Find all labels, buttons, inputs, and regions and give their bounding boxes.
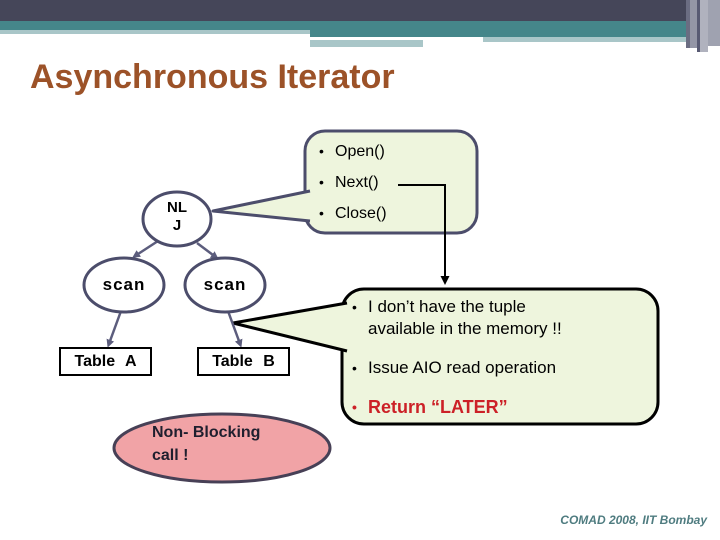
nl-join-label-line1: NL: [167, 199, 187, 216]
nl-join-label: NL J: [143, 199, 211, 235]
banner-light-strip-left: [0, 30, 310, 34]
list-item: Return “LATER”: [352, 396, 648, 418]
next-behavior-return-later: Return “LATER”: [368, 397, 508, 417]
edge-scan-to-table-a: [106, 310, 123, 348]
edge-root-to-left-scan: [132, 239, 159, 258]
edge-scan-to-table-b: [226, 310, 243, 348]
banner-corner-stripe: [700, 0, 708, 52]
nl-join-node: [141, 190, 213, 248]
edge-root-to-right-scan: [196, 242, 219, 260]
non-blocking-note-line1: Non- Blocking: [152, 424, 261, 441]
banner-corner-stripe: [697, 0, 700, 52]
list-item: Next(): [319, 172, 469, 193]
table-b-box: Table B: [197, 347, 290, 376]
banner-corner-stripe: [708, 0, 720, 46]
non-blocking-note: Non- Blocking call !: [152, 421, 260, 467]
iterator-method-list: Open() Next() Close(): [319, 141, 469, 234]
footer-credit: COMAD 2008, IIT Bombay: [560, 513, 707, 527]
left-scan-node: [82, 256, 166, 314]
banner-light-strip-right: [483, 37, 720, 42]
slide-title: Asynchronous Iterator: [30, 58, 395, 96]
table-a-box: Table A: [59, 347, 152, 376]
banner-dark-bar: [0, 0, 720, 21]
list-item: Open(): [319, 141, 469, 162]
iterator-method-close: Close(): [335, 205, 387, 222]
right-scan-label: scan: [203, 275, 247, 294]
banner-corner-stripe: [690, 0, 697, 48]
list-item: Issue AIO read operation: [352, 357, 648, 379]
banner-light-strip-mid: [310, 40, 423, 47]
banner-teal-bar: [0, 21, 720, 30]
non-blocking-ellipse: [112, 412, 332, 484]
banner-corner-stripe: [686, 0, 690, 48]
nl-join-label-line2: J: [172, 217, 182, 234]
banner-teal-right-block: [310, 30, 720, 37]
next-behavior-issue-aio: Issue AIO read operation: [368, 358, 557, 377]
next-callout-tail: [231, 301, 348, 353]
left-scan-label: scan: [102, 275, 146, 294]
iterator-method-open: Open(): [335, 143, 385, 160]
list-item: Close(): [319, 203, 469, 224]
right-scan-node: [183, 256, 267, 314]
next-behavior-no-tuple: I don’t have the tuple available in the …: [368, 297, 562, 338]
iterator-method-next: Next(): [335, 174, 379, 191]
next-behavior-list: I don’t have the tuple available in the …: [352, 296, 648, 435]
iterator-callout-tail: [211, 189, 311, 223]
list-item: I don’t have the tuple available in the …: [352, 296, 648, 340]
non-blocking-note-line2: call !: [152, 447, 189, 464]
